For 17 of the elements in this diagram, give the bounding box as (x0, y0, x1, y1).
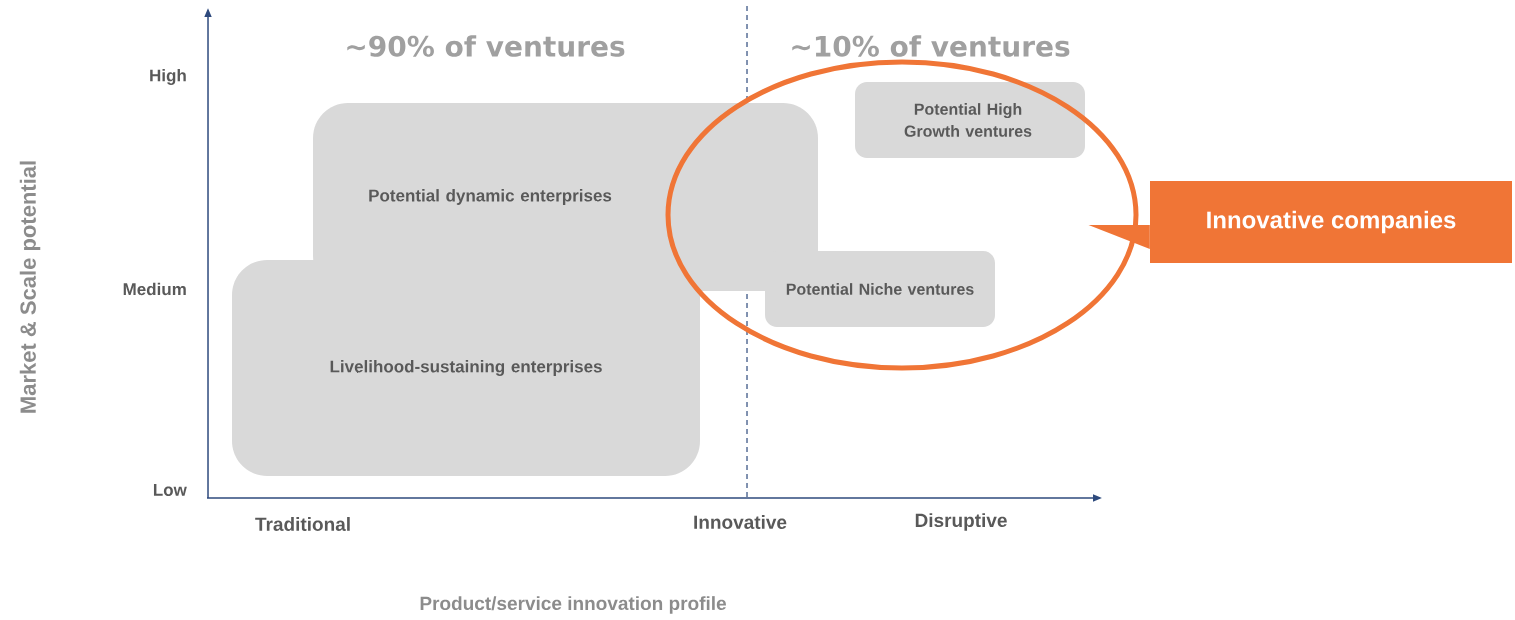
group-heading: ∼10% of ventures (792, 35, 1070, 57)
axis-tick-label: Traditional (255, 517, 350, 531)
highlight-ellipse (665, 59, 1139, 371)
axis-tick-label: Disruptive (915, 513, 1007, 531)
callout-pointer (1088, 225, 1150, 249)
node-label: Potential dynamic enterprises (369, 189, 612, 205)
venture-box: Livelihood-sustaining enterprises (232, 260, 700, 476)
venture-box: Potential Niche ventures (765, 251, 995, 327)
axis-tick-label: Low (153, 484, 187, 496)
axis-tick-label: High (150, 69, 186, 85)
node-label: Livelihood-sustaining enterprises (330, 360, 602, 376)
axis-tick-label: Innovative (694, 515, 787, 529)
axis-title: Product/service innovation profile (420, 596, 726, 614)
axis-tick-label: Medium (123, 282, 186, 296)
group-heading: ∼90% of ventures (347, 35, 625, 57)
callout-box: Innovative companies (1150, 181, 1512, 263)
axis-title: Market & Scale potential (19, 161, 41, 413)
